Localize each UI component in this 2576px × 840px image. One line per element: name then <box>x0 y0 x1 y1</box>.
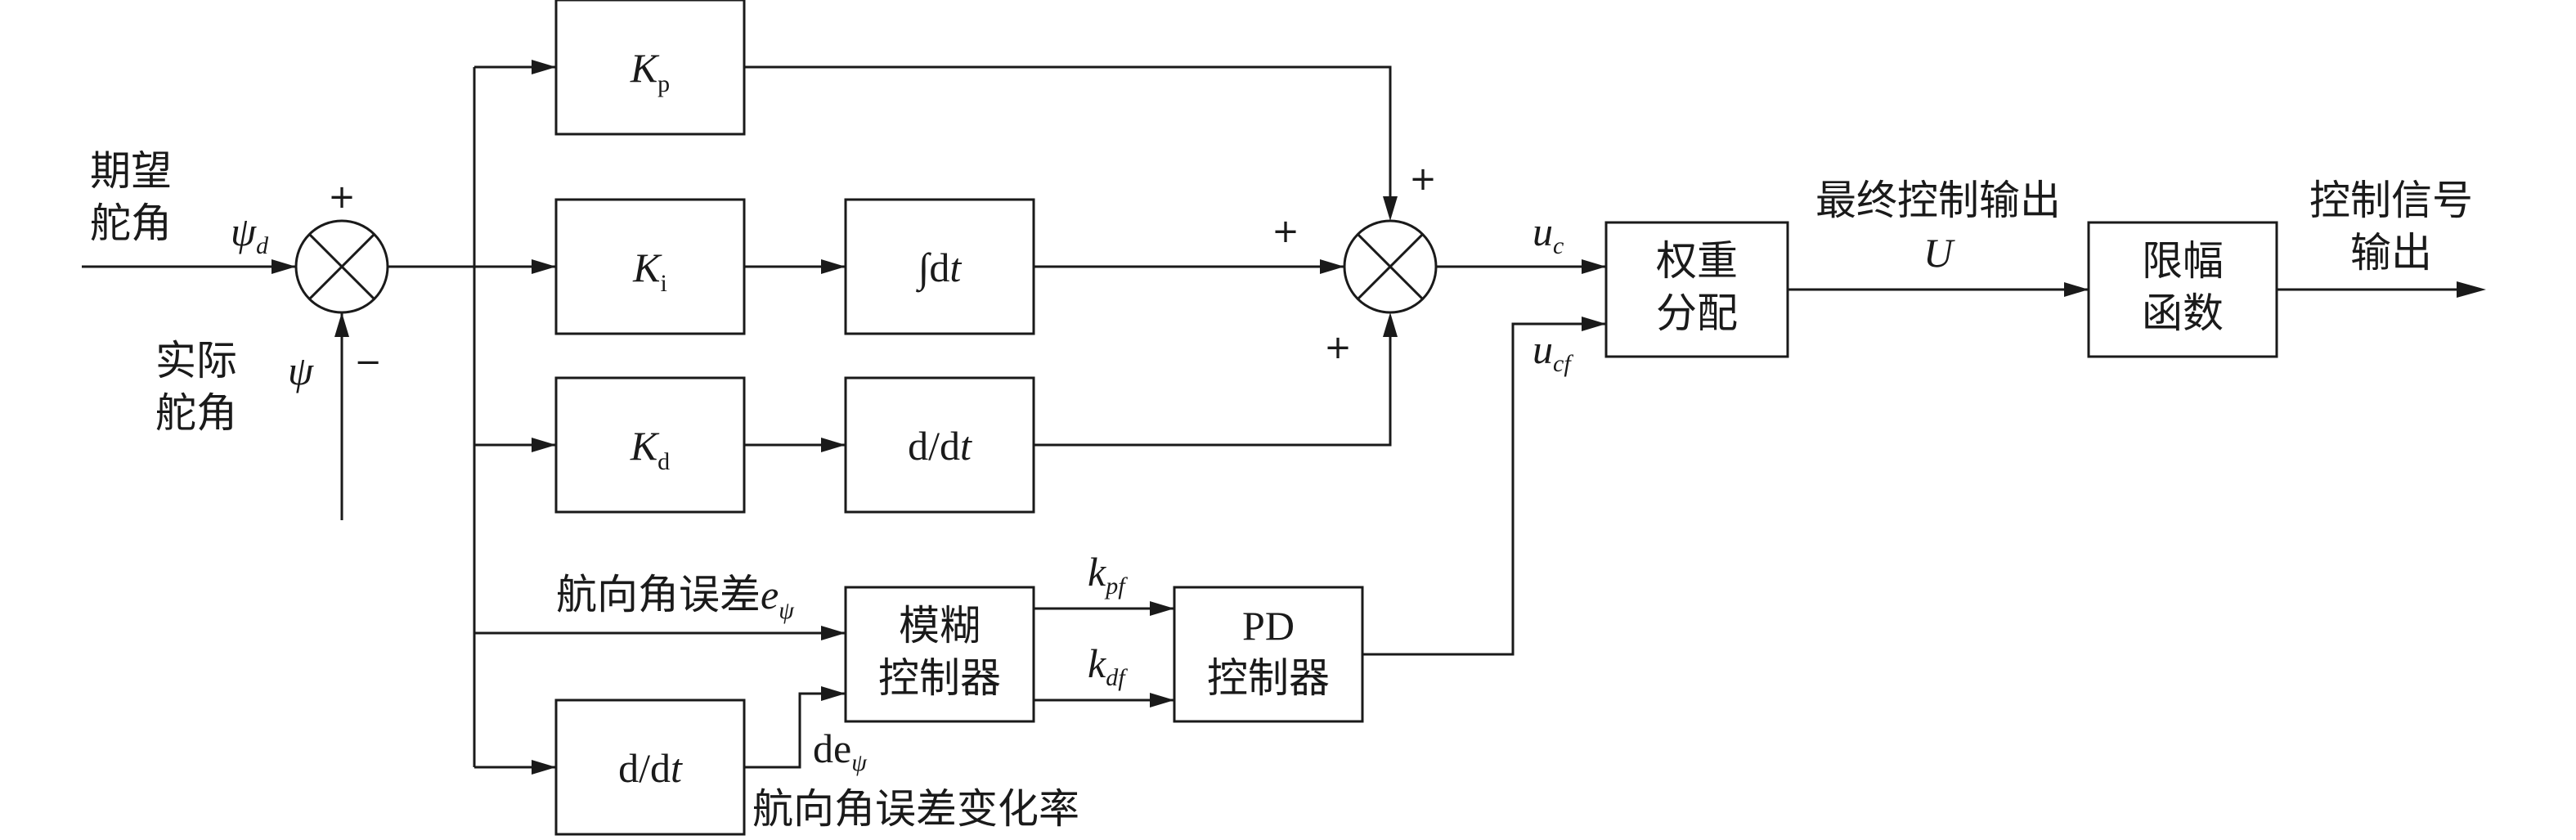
heading-error-rate-label: 航向角误差变化率 <box>752 785 1079 833</box>
arrowhead-fuzzy-rate-in <box>821 686 846 701</box>
final-control-output-label: 最终控制输出 <box>1815 177 2061 224</box>
arrowhead-kp-in <box>532 60 556 74</box>
derivative-block: d/dt <box>844 376 1035 514</box>
arrowhead-fuzzy-error-in <box>821 626 846 640</box>
heading-error-label: 航向角误差eψ <box>556 571 795 624</box>
svg-text:控制器: 控制器 <box>1207 654 1330 702</box>
kdf-label: kdf <box>1088 640 1128 691</box>
actual-rudder-angle-label: 实际 <box>155 337 237 384</box>
error-derivative-block: d/dt <box>554 699 746 836</box>
svg-text:d/dt: d/dt <box>618 745 683 791</box>
arrowhead-sj1-left-in <box>272 259 296 274</box>
de-psi-label: deψ <box>813 725 868 776</box>
control-signal-output-label: 控制信号 <box>2309 177 2473 224</box>
final-control-output-symbol: U <box>1923 230 1955 276</box>
kd-block: Kd <box>554 376 746 514</box>
sj1-minus-sign: − <box>354 344 382 381</box>
arrowhead-deriv2-in <box>532 760 556 775</box>
fuzzy-controller-block: 模糊 控制器 <box>844 586 1035 723</box>
arrowhead-sj2-bottom-in <box>1383 312 1398 337</box>
wire-kp-out <box>744 65 1392 214</box>
svg-text:控制器: 控制器 <box>878 654 1001 702</box>
ucf-label: ucf <box>1533 326 1573 377</box>
arrowhead-output <box>2457 281 2486 298</box>
svg-text:∫dt: ∫dt <box>916 245 963 293</box>
kp-block: Kp <box>554 0 746 136</box>
arrowhead-pd-kpf-in <box>1150 601 1174 616</box>
svg-text:PD: PD <box>1242 603 1295 649</box>
psi-d-label: ψd <box>231 209 269 259</box>
arrowhead-sj2-left-in <box>1320 259 1344 274</box>
arrowhead-weight-ucf-in <box>1582 317 1606 331</box>
arrowhead-ki-in <box>532 259 556 274</box>
desired-rudder-angle-label: 期望 <box>90 147 172 195</box>
sj2-plus-bottom-sign: + <box>1324 329 1352 366</box>
sj2-plus-top-sign: + <box>1409 160 1437 198</box>
ki-block: Ki <box>554 198 746 335</box>
pd-controller-block: PD 控制器 <box>1173 586 1364 723</box>
arrowhead-pd-kdf-in <box>1150 693 1174 707</box>
desired-rudder-angle-label-line2: 舵角 <box>90 200 172 247</box>
arrowhead-weight-uc-in <box>1582 259 1606 274</box>
svg-text:模糊: 模糊 <box>899 602 981 649</box>
weight-allocation-block: 权重 分配 <box>1604 221 1789 358</box>
svg-text:分配: 分配 <box>1656 290 1738 337</box>
svg-text:限幅: 限幅 <box>2142 237 2224 285</box>
svg-text:Kd: Kd <box>630 423 670 475</box>
kpf-label: kpf <box>1088 549 1128 600</box>
integral-block: ∫dt <box>844 198 1035 335</box>
wire-ucf <box>1362 322 1606 656</box>
summing-junction-pid <box>1343 219 1438 314</box>
arrowhead-integral-in <box>821 259 846 274</box>
sj2-plus-left-sign: + <box>1272 213 1299 250</box>
svg-text:d/dt: d/dt <box>908 423 972 469</box>
sj1-plus-sign: + <box>328 178 356 216</box>
svg-text:函数: 函数 <box>2142 290 2224 337</box>
arrowhead-deriv1-in <box>821 438 846 452</box>
summing-junction-error <box>294 219 389 314</box>
uc-label: uc <box>1533 209 1564 259</box>
svg-text:Ki: Ki <box>632 245 667 297</box>
svg-text:权重: 权重 <box>1656 237 1738 285</box>
psi-label: ψ <box>288 348 314 393</box>
svg-text:Kp: Kp <box>630 45 670 97</box>
arrowhead-sj1-bottom-in <box>334 312 349 337</box>
wire-deriv1-out <box>1034 319 1392 447</box>
arrowhead-limit-in <box>2064 282 2089 297</box>
arrowhead-kd-in <box>532 438 556 452</box>
limiter-function-block: 限幅 函数 <box>2087 221 2278 358</box>
actual-rudder-angle-label-line2: 舵角 <box>155 389 237 437</box>
arrowhead-sj2-top-in <box>1383 196 1398 221</box>
control-signal-output-label-line2: 输出 <box>2350 229 2432 276</box>
